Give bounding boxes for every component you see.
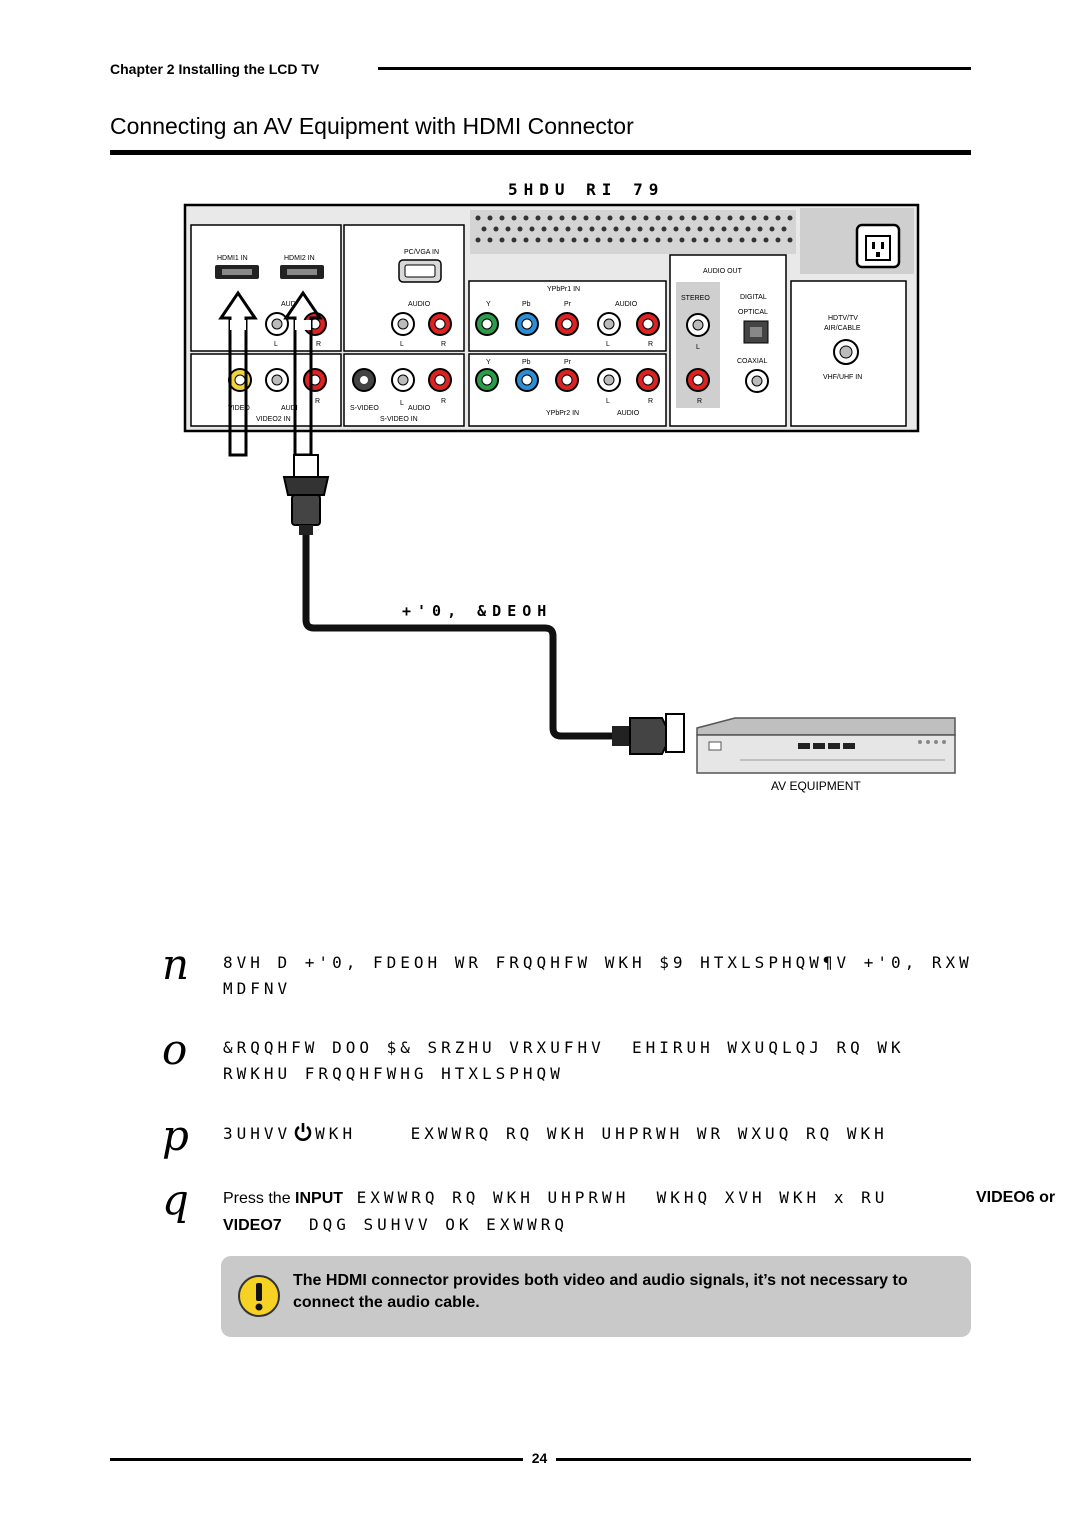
svg-text:R: R [648,341,653,348]
hdmi-cable [282,454,685,755]
svg-text:L: L [606,398,610,405]
svg-text:AIR/CABLE: AIR/CABLE [824,325,861,332]
rear-of-tv-label: 5HDU RI 79 [508,180,665,199]
svg-text:Pr: Pr [564,359,572,366]
svg-text:AUDIO: AUDIO [617,410,640,417]
svg-text:L: L [400,341,404,348]
svg-text:OPTICAL: OPTICAL [738,309,768,316]
svg-text:S-VIDEO: S-VIDEO [350,405,379,412]
step-text: &RQQHFW DOO $& SRZHU VRXUFHV EHIRUH WXUQ… [223,1038,905,1083]
note-text: The HDMI connector provides both video a… [293,1272,908,1311]
svg-text:AUDIO: AUDIO [408,405,431,412]
av-equipment-icon [696,717,956,774]
footer-rule-left [110,1458,523,1461]
step-number: p [162,1111,189,1160]
svg-text:L: L [696,344,700,351]
svg-text:AUDIO OUT: AUDIO OUT [703,268,743,275]
arrow-icon [218,290,323,457]
svg-text:PC/VGA IN: PC/VGA IN [404,249,439,256]
connection-diagram: HDMI1 IN HDMI2 IN AUD L R VIDEO AUDI R V… [183,203,956,774]
svg-text:AUD: AUD [281,301,296,308]
svg-text:Pb: Pb [522,359,531,366]
chapter-rule [378,67,971,70]
page-title: Connecting an AV Equipment with HDMI Con… [110,113,634,139]
svg-text:L: L [274,341,278,348]
svg-text:DIGITAL: DIGITAL [740,294,767,301]
step-text: 8VH D +'0, FDEOH WR FRQQHFW WKH $9 HTXLS… [223,953,973,998]
svg-text:HDMI1 IN: HDMI1 IN [217,255,248,262]
svg-text:R: R [648,398,653,405]
svg-text:VIDEO: VIDEO [228,405,250,412]
svg-text:Pb: Pb [522,301,531,308]
page-number: 24 [531,1450,548,1466]
step-number: n [162,940,190,989]
power-icon [294,1123,312,1141]
svg-text:YPbPr1 IN: YPbPr1 IN [547,286,580,293]
svg-text:R: R [315,398,320,405]
footer-rule-right [556,1458,971,1461]
hdmi-cable-label: +'0, &DEOH [402,602,553,620]
tv-rear-panel: HDMI1 IN HDMI2 IN AUD L R VIDEO AUDI R V… [183,203,920,433]
svg-text:L: L [400,400,404,407]
step-overlay-text: VIDEO6 or [976,1185,1056,1211]
svg-text:Pr: Pr [564,301,572,308]
svg-text:HDTV/TV: HDTV/TV [828,315,858,322]
svg-text:VHF/UHF IN: VHF/UHF IN [823,374,862,381]
svg-text:VIDEO2 IN: VIDEO2 IN [256,416,291,423]
svg-text:R: R [697,398,702,405]
svg-text:HDMI2 IN: HDMI2 IN [284,255,315,262]
step-number: q [162,1175,189,1224]
svg-text:Y: Y [486,359,491,366]
svg-text:AUDI: AUDI [281,405,298,412]
svg-text:R: R [441,341,446,348]
svg-text:COAXIAL: COAXIAL [737,358,767,365]
step-number: o [162,1025,188,1074]
note-box: The HDMI connector provides both video a… [221,1256,971,1337]
warning-icon [238,1275,280,1317]
svg-text:L: L [606,341,610,348]
svg-text:AUDIO: AUDIO [615,301,638,308]
svg-text:R: R [441,398,446,405]
svg-text:R: R [316,341,321,348]
svg-text:AUDIO: AUDIO [408,301,431,308]
av-equipment-label: AV EQUIPMENT [771,779,861,793]
step-text: Press the INPUT EXWWRQ RQ WKH UHPRWH WKH… [223,1188,889,1234]
svg-text:YPbPr2 IN: YPbPr2 IN [546,410,579,417]
svg-text:STEREO: STEREO [681,295,710,302]
svg-text:S-VIDEO IN: S-VIDEO IN [380,416,418,423]
chapter-heading: Chapter 2 Installing the LCD TV [110,61,320,77]
title-rule [110,150,971,155]
svg-text:Y: Y [486,301,491,308]
